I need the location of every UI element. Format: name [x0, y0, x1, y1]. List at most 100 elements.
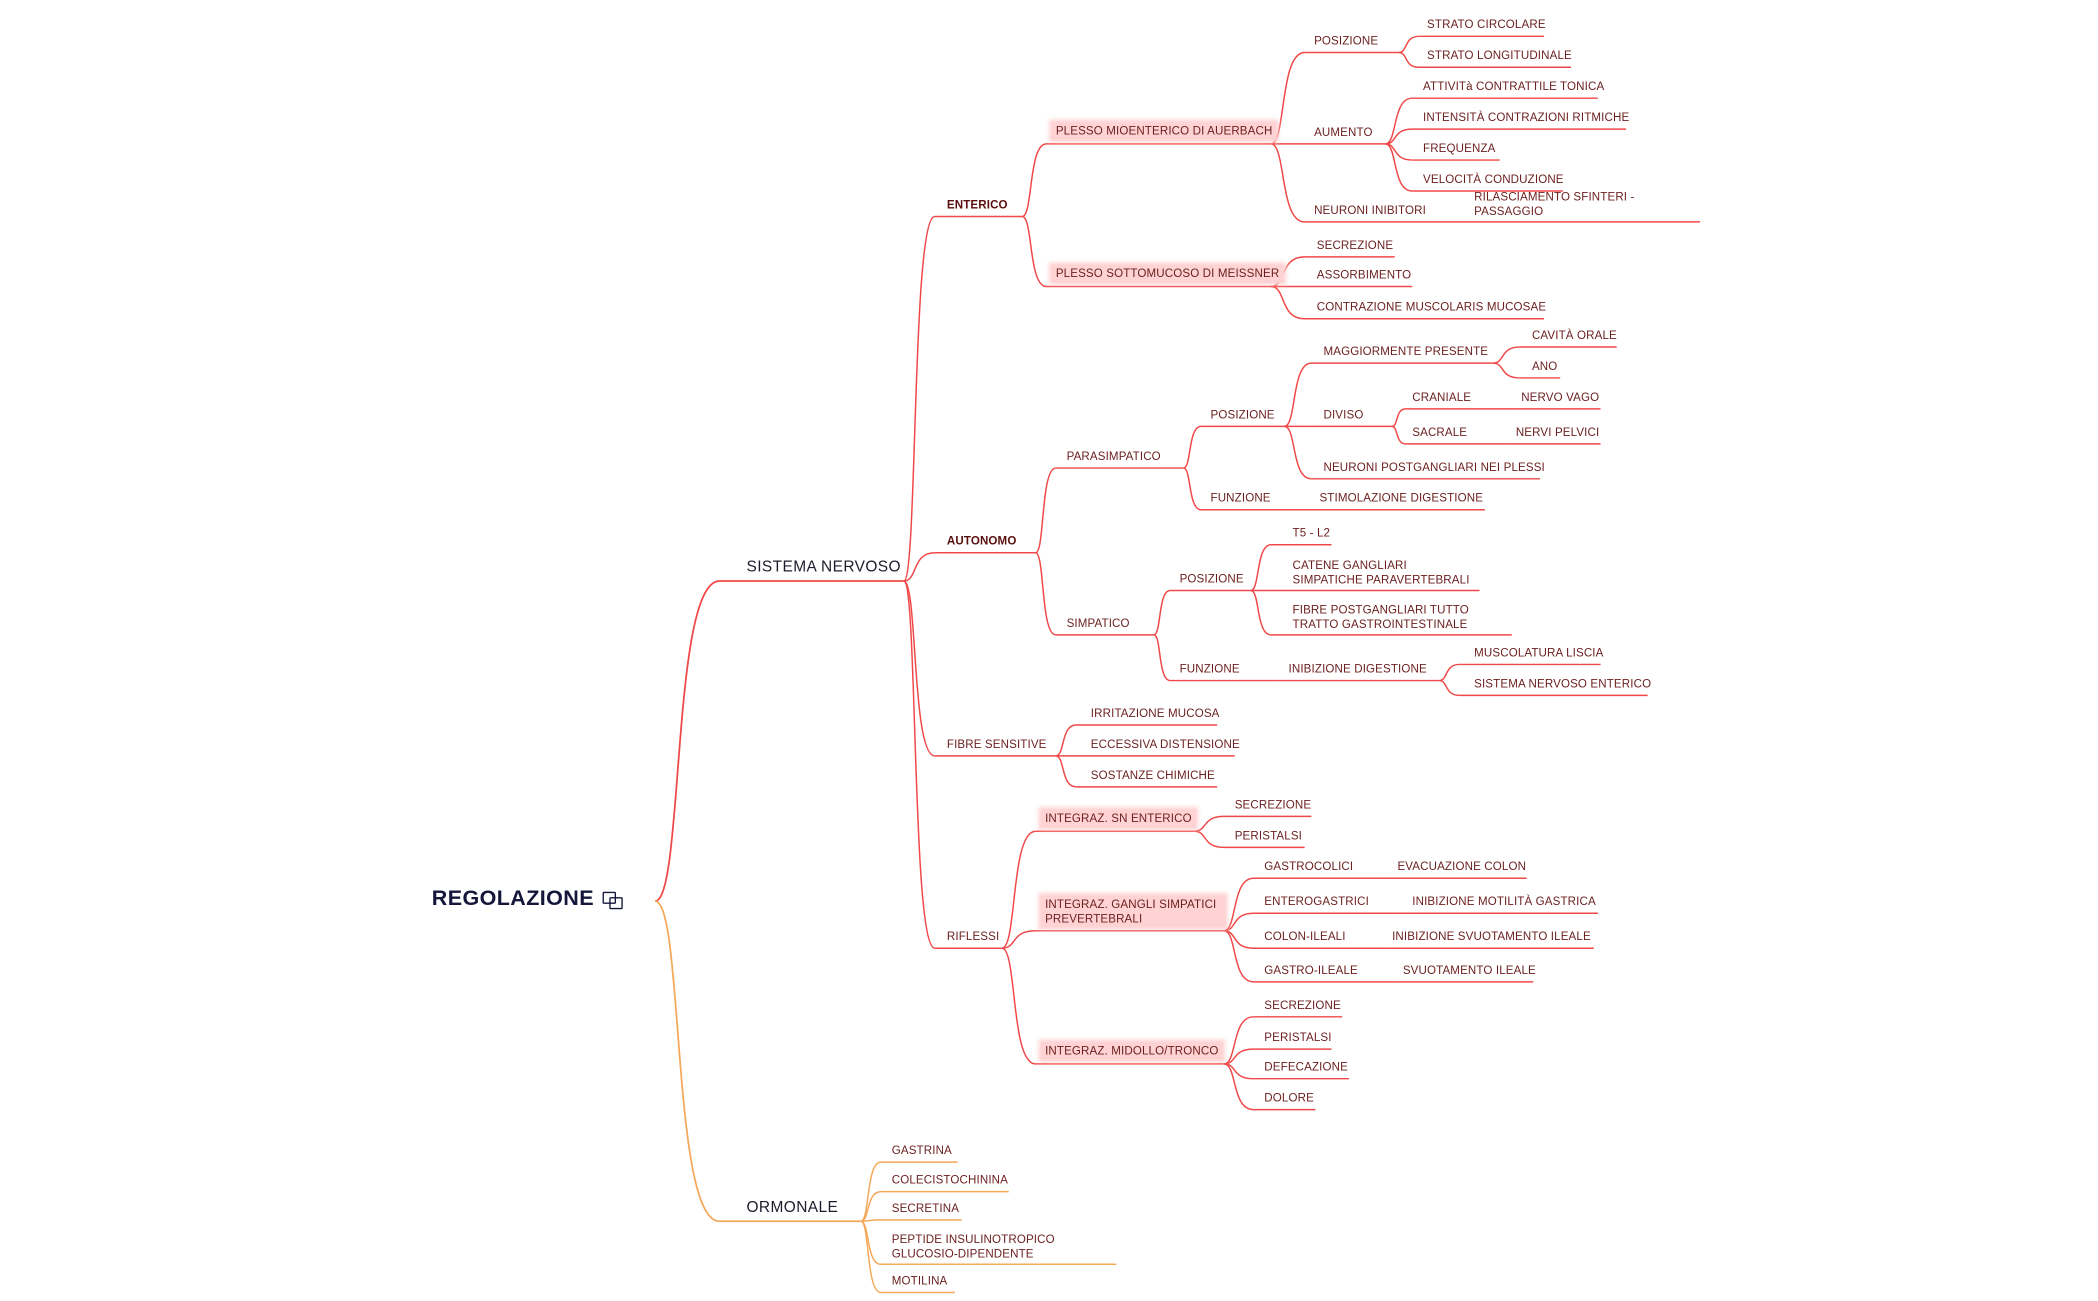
topic-integraz-sn-enterico[interactable]: INTEGRAZ. SN ENTERICO: [1041, 809, 1196, 827]
connector-line: [1398, 51, 1420, 68]
connector-line: [1223, 912, 1254, 932]
topic-plesso-mioenterico-di-auerbach[interactable]: PLESSO MIOENTERICO DI AUERBACH: [1051, 122, 1277, 140]
topic-maggiormente-presente[interactable]: MAGGIORMENTE PRESENTE: [1323, 344, 1489, 358]
topic-enterogastrici[interactable]: ENTEROGASTRICI: [1264, 894, 1369, 908]
connector-line: [903, 580, 936, 757]
topic-fibre-sensitive[interactable]: FIBRE SENSITIVE: [946, 737, 1047, 751]
topic-posizione[interactable]: POSIZIONE: [1179, 571, 1244, 586]
topic-peristalsi[interactable]: PERISTALSI: [1234, 828, 1303, 842]
topic-colecistochinina[interactable]: COLECISTOCHININA: [891, 1172, 1009, 1187]
topic-inibizione-svuotamento-ileale[interactable]: INIBIZIONE SVUOTAMENTO ILEALE: [1392, 929, 1591, 943]
topic-posizione[interactable]: POSIZIONE: [1314, 33, 1379, 48]
connector-line: [903, 215, 936, 582]
topic-attivita-contrattile-tonica[interactable]: ATTIVITà CONTRATTILE TONICA: [1423, 79, 1605, 93]
topic-inibizione-motilita-gastrica[interactable]: INIBIZIONE MOTILITÀ GASTRICA: [1412, 894, 1596, 908]
topic-secrezione[interactable]: SECREZIONE: [1316, 238, 1394, 252]
topic-funzione[interactable]: FUNZIONE: [1210, 490, 1271, 505]
topic-sacrale[interactable]: SACRALE: [1412, 425, 1468, 439]
topic-stimolazione-digestione[interactable]: STIMOLAZIONE DIGESTIONE: [1319, 490, 1484, 505]
topic-plesso-sottomucoso-di-meissner[interactable]: PLESSO SOTTOMUCOSO DI MEISSNER: [1051, 264, 1284, 282]
connector-line: [1034, 467, 1057, 554]
connector-line: [1398, 35, 1420, 54]
connector-line: [1250, 589, 1272, 636]
connector-line: [1385, 128, 1413, 145]
topic-cavita-orale[interactable]: CAVITÀ ORALE: [1531, 328, 1617, 342]
topic-catene-gangliari-simpatiche-paravertebrali[interactable]: CATENE GANGLIARI SIMPATICHE PARAVERTEBRA…: [1292, 558, 1470, 586]
topic-peptide-insulinotropico-glucosio-dipendente[interactable]: PEPTIDE INSULINOTROPICO GLUCOSIO-DIPENDE…: [891, 1232, 1055, 1260]
connector-line: [860, 1220, 882, 1294]
topic-rilasciamento-sfinteri-passaggio[interactable]: RILASCIAMENTO SFINTERI - PASSAGGIO: [1474, 189, 1635, 218]
topic-contrazione-muscolaris-mucosae[interactable]: CONTRAZIONE MUSCOLARIS MUCOSAE: [1316, 299, 1547, 314]
topic-strato-circolare[interactable]: STRATO CIRCOLARE: [1427, 17, 1546, 31]
topic-velocita-conduzione[interactable]: VELOCITÀ CONDUZIONE: [1423, 172, 1564, 186]
topic-intensita-contrazioni-ritmiche[interactable]: INTENSITÀ CONTRAZIONI RITMICHE: [1423, 110, 1630, 124]
connector-line: [1194, 830, 1224, 849]
topic-eccessiva-distensione[interactable]: ECCESSIVA DISTENSIONE: [1090, 737, 1240, 751]
topic-ano[interactable]: ANO: [1531, 359, 1558, 373]
topic-fibre-postgangliari-tutto-tratto-gastrointestinale[interactable]: FIBRE POSTGANGLIARI TUTTO TRATTO GASTROI…: [1292, 602, 1469, 631]
connector-line: [1250, 543, 1272, 592]
connector-line: [1270, 256, 1305, 288]
connector-line: [1021, 143, 1047, 218]
topic-sostanze-chimiche[interactable]: SOSTANZE CHIMICHE: [1090, 767, 1215, 782]
topic-riflessi[interactable]: RIFLESSI: [946, 929, 1000, 943]
connector-line: [1270, 285, 1305, 320]
topic-gastrina[interactable]: GASTRINA: [891, 1143, 952, 1157]
topic-craniale[interactable]: CRANIALE: [1412, 390, 1472, 404]
root-topic[interactable]: REGOLAZIONE: [432, 888, 623, 912]
topic-evacuazione-colon[interactable]: EVACUAZIONE COLON: [1397, 859, 1527, 873]
topic-inibizione-digestione[interactable]: INIBIZIONE DIGESTIONE: [1288, 661, 1427, 676]
topic-gastrocolici[interactable]: GASTROCOLICI: [1264, 859, 1354, 873]
connector-line: [1270, 143, 1305, 223]
topic-funzione[interactable]: FUNZIONE: [1179, 661, 1240, 676]
connector-line: [654, 900, 720, 1223]
topic-motilina[interactable]: MOTILINA: [891, 1273, 948, 1288]
topic-neuroni-inibitori[interactable]: NEURONI INIBITORI: [1314, 203, 1426, 217]
topic-integraz-midollo-tronco[interactable]: INTEGRAZ. MIDOLLO/TRONCO: [1041, 1042, 1223, 1060]
topic-secretina[interactable]: SECRETINA: [891, 1201, 960, 1215]
topic-aumento[interactable]: AUMENTO: [1314, 125, 1373, 139]
connector-line: [1439, 663, 1460, 682]
connector-line: [1284, 362, 1312, 428]
topic-svuotamento-ileale[interactable]: SVUOTAMENTO ILEALE: [1402, 963, 1536, 977]
connector-line: [1153, 634, 1171, 682]
topic-peristalsi[interactable]: PERISTALSI: [1264, 1030, 1332, 1044]
connector-line: [1385, 143, 1413, 192]
connector-line: [1021, 215, 1047, 288]
topic-nervo-vago[interactable]: NERVO VAGO: [1521, 390, 1600, 404]
topic-secrezione[interactable]: SECREZIONE: [1234, 797, 1312, 812]
topic-defecazione[interactable]: DEFECAZIONE: [1264, 1059, 1348, 1074]
topic-simpatico[interactable]: SIMPATICO: [1066, 616, 1130, 630]
connector-line: [1183, 425, 1202, 469]
topic-parasimpatico[interactable]: PARASIMPATICO: [1066, 449, 1161, 463]
connector-line: [1385, 97, 1413, 145]
topic-integraz-gangli-simpatici-prevertebrali[interactable]: INTEGRAZ. GANGLI SIMPATICI PREVERTEBRALI: [1041, 895, 1226, 927]
topic-posizione[interactable]: POSIZIONE: [1210, 407, 1275, 421]
topic-frequenza[interactable]: FREQUENZA: [1423, 141, 1496, 155]
topic-muscolatura-liscia[interactable]: MUSCOLATURA LISCIA: [1474, 645, 1604, 660]
connector-line: [1391, 408, 1406, 428]
topic-nervi-pelvici[interactable]: NERVI PELVICI: [1515, 425, 1600, 439]
topic-secrezione[interactable]: SECREZIONE: [1264, 997, 1341, 1012]
topic-neuroni-postgangliari-nei-plessi[interactable]: NEURONI POSTGANGLIARI NEI PLESSI: [1323, 459, 1545, 474]
topic-dolore[interactable]: DOLORE: [1264, 1090, 1314, 1105]
topic-diviso[interactable]: DIVISO: [1323, 407, 1364, 421]
connector-line: [1055, 755, 1077, 788]
topic-sistema-nervoso[interactable]: SISTEMA NERVOSO: [746, 559, 901, 576]
topic-irritazione-mucosa[interactable]: IRRITAZIONE MUCOSA: [1090, 706, 1220, 720]
connector-line: [1223, 1048, 1254, 1065]
topic-assorbimento[interactable]: ASSORBIMENTO: [1316, 267, 1412, 282]
topic-strato-longitudinale[interactable]: STRATO LONGITUDINALE: [1427, 48, 1572, 62]
topic-enterico[interactable]: ENTERICO: [946, 197, 1008, 212]
topic-gastro-ileale[interactable]: GASTRO-ILEALE: [1264, 963, 1358, 977]
topic-autonomo[interactable]: AUTONOMO: [946, 533, 1017, 548]
topic-sistema-nervoso-enterico[interactable]: SISTEMA NERVOSO ENTERICO: [1474, 676, 1652, 690]
topic-ormonale[interactable]: ORMONALE: [746, 1199, 839, 1216]
topic-colon-ileali[interactable]: COLON-ILEALI: [1264, 929, 1346, 943]
linked-topic-icon[interactable]: [602, 891, 623, 910]
connector-line: [654, 580, 720, 903]
connector-line: [1183, 467, 1202, 511]
topic-t5-l2[interactable]: T5 - L2: [1292, 525, 1331, 540]
